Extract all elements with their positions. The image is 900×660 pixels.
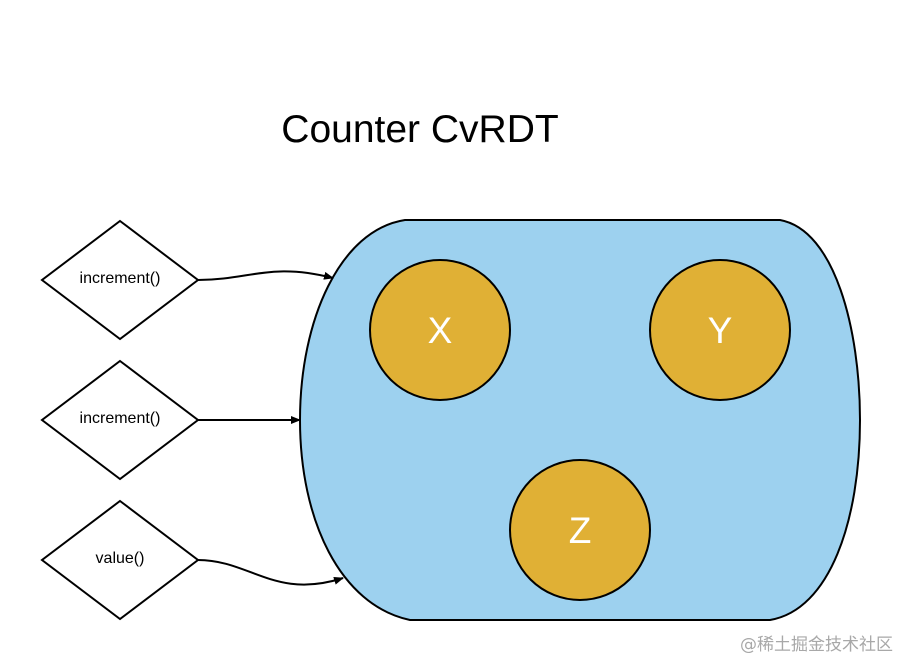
arrow-increment-1 — [197, 270, 334, 281]
operation-diamond — [40, 359, 200, 481]
operation-diamond — [40, 219, 200, 341]
replica-y: Y — [649, 259, 791, 401]
replica-x-label: X — [428, 310, 453, 351]
operation-diamond — [40, 499, 200, 621]
replica-x: X — [369, 259, 511, 401]
replica-z-label: Z — [569, 510, 592, 551]
operation-label: value() — [96, 550, 145, 567]
replica-z-circle — [509, 459, 651, 601]
replica-y-label: Y — [708, 310, 733, 351]
replica-y-circle — [649, 259, 791, 401]
operation-increment-2: increment() — [40, 359, 200, 481]
diagram-title: Counter CvRDT — [281, 108, 558, 151]
operation-label: increment() — [80, 270, 161, 287]
replica-z: Z — [509, 459, 651, 601]
operation-value: value() — [40, 499, 200, 621]
operation-label: increment() — [80, 410, 161, 427]
arrow-value — [197, 559, 344, 586]
operation-increment-1: increment() — [40, 219, 200, 341]
replica-x-circle — [369, 259, 511, 401]
watermark: @稀土掘金技术社区 — [740, 635, 893, 655]
